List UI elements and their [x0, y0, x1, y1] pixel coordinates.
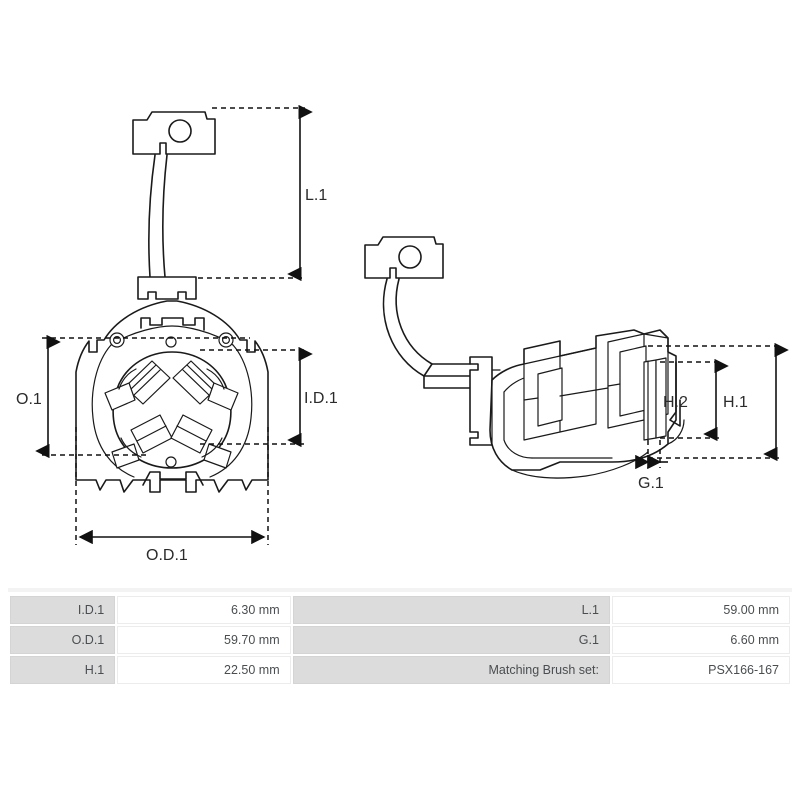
lead-base-block: [137, 276, 197, 300]
brush-box-side-2: [607, 333, 669, 429]
lower-skirt-side: [511, 451, 649, 479]
spec-label-id1: I.D.1: [10, 596, 116, 624]
dimension-label-h1: H.1: [723, 394, 748, 411]
terminal-lug-side: [364, 236, 444, 279]
brush-element-side: [643, 357, 667, 441]
rivet-right: [218, 332, 234, 348]
dimension-label-l1: L.1: [305, 187, 327, 204]
dimension-label-h2: H.2: [663, 394, 688, 411]
bottom-keyway-notch: [142, 471, 204, 486]
dimension-H2: H.2: [660, 358, 729, 442]
dimension-O1: O.1: [16, 334, 250, 459]
spec-label-g1: G.1: [292, 626, 610, 654]
spec-value-h1: 22.50 mm: [117, 656, 291, 684]
dimension-OD1: O.D.1: [75, 427, 269, 564]
spec-value-id1: 6.30 mm: [117, 596, 291, 624]
dimension-label-id1: I.D.1: [304, 390, 338, 407]
spec-label-l1: L.1: [292, 596, 610, 624]
technical-drawing-canvas: .ln{fill:none;stroke:#1a1a1a;stroke-widt…: [16, 104, 789, 564]
central-bore: [112, 351, 232, 469]
table-row: I.D.1 6.30 mm L.1 59.00 mm: [10, 596, 790, 624]
spec-value-matching-brush-set: PSX166-167: [611, 656, 790, 684]
top-keyway-notch: [140, 317, 205, 331]
specification-table: I.D.1 6.30 mm L.1 59.00 mm O.D.1 59.70 m…: [8, 594, 792, 686]
dimension-L1: L.1: [198, 104, 327, 282]
brush-box-upper-right: [172, 360, 219, 405]
dimension-label-od1: O.D.1: [146, 547, 188, 564]
terminal-lug-front: [132, 111, 216, 155]
dimension-label-g1: G.1: [638, 475, 664, 492]
dimension-H1: H.1: [648, 342, 789, 462]
spring-hook-side: [667, 361, 685, 445]
side-view-group: [364, 236, 685, 479]
brush-box-side-1: [523, 347, 609, 441]
table-row: O.D.1 59.70 mm G.1 6.60 mm: [10, 626, 790, 654]
dimension-ID1: I.D.1: [200, 346, 338, 448]
spec-value-g1: 6.60 mm: [611, 626, 790, 654]
spec-value-l1: 59.00 mm: [611, 596, 790, 624]
spring-arms: [118, 368, 225, 458]
spec-label-od1: O.D.1: [10, 626, 116, 654]
spec-value-od1: 59.70 mm: [117, 626, 291, 654]
brush-tang-ne: [207, 382, 239, 411]
rivet-left: [109, 332, 125, 348]
dimension-label-o1: O.1: [16, 391, 42, 408]
dimension-G1: G.1: [635, 440, 668, 492]
spec-label-matching-brush-set: Matching Brush set:: [292, 656, 610, 684]
brush-lead-front: [148, 154, 168, 278]
spec-label-h1: H.1: [10, 656, 116, 684]
hole-top-center: [165, 336, 177, 348]
brush-box-upper-left: [124, 360, 171, 405]
hole-bottom-center: [165, 456, 177, 468]
brush-tang-nw: [104, 382, 136, 411]
table-top-band: [8, 588, 792, 592]
brush-lead-side: [382, 278, 471, 389]
front-view-group: [75, 111, 269, 493]
table-row: H.1 22.50 mm Matching Brush set: PSX166-…: [10, 656, 790, 684]
